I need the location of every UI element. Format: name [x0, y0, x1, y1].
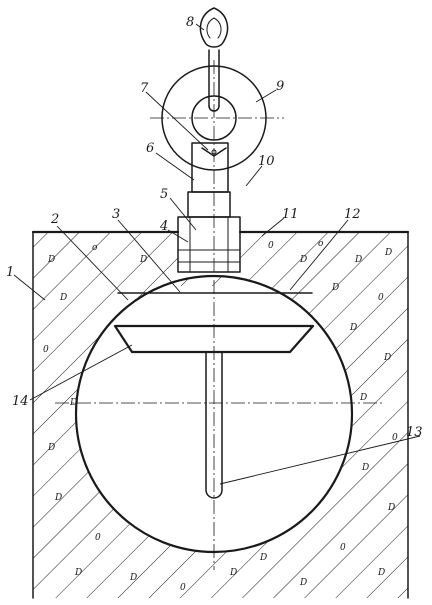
- svg-text:0: 0: [95, 533, 101, 543]
- label-7: 7: [140, 81, 149, 96]
- cable-eye-inner: [206, 17, 222, 39]
- sleeve: [177, 216, 241, 273]
- svg-text:D: D: [299, 578, 307, 588]
- label-6: 6: [146, 141, 154, 156]
- svg-text:o: o: [318, 239, 324, 249]
- svg-text:0: 0: [392, 433, 398, 443]
- svg-text:D: D: [139, 255, 147, 265]
- svg-text:D: D: [259, 553, 267, 563]
- label-13: 13: [406, 425, 423, 440]
- svg-text:D: D: [74, 568, 82, 578]
- label-1: 1: [6, 265, 14, 280]
- svg-text:D: D: [129, 573, 137, 583]
- connector: [187, 191, 231, 218]
- svg-text:0: 0: [43, 345, 49, 355]
- svg-text:D: D: [387, 503, 395, 513]
- svg-text:D: D: [54, 493, 62, 503]
- cable-eye: [199, 7, 229, 48]
- svg-text:D: D: [299, 255, 307, 265]
- trapezoid-plate: [113, 324, 315, 354]
- rock-hatching: [33, 232, 408, 598]
- svg-text:D: D: [47, 443, 55, 453]
- label-3: 3: [112, 207, 120, 222]
- svg-text:0: 0: [340, 543, 346, 553]
- rod: [205, 351, 223, 499]
- label-14: 14: [12, 394, 29, 409]
- svg-text:o: o: [92, 243, 98, 253]
- svg-text:D: D: [349, 323, 357, 333]
- pin: [201, 147, 227, 157]
- svg-text:D: D: [384, 248, 392, 258]
- label-12: 12: [344, 207, 361, 222]
- svg-text:0: 0: [268, 241, 274, 251]
- rock-mass: D o D 0 D D D 0 D D 0 D D D 0 D D D 0 D …: [31, 230, 410, 599]
- svg-text:D: D: [361, 463, 369, 473]
- label-9: 9: [276, 79, 284, 94]
- cable: [208, 49, 220, 107]
- svg-text:D: D: [359, 393, 367, 403]
- pulley-disk: [161, 65, 267, 171]
- svg-text:D: D: [47, 255, 55, 265]
- svg-text:0: 0: [180, 583, 186, 593]
- label-8: 8: [186, 15, 194, 30]
- label-11: 11: [282, 207, 299, 222]
- svg-text:D: D: [377, 568, 385, 578]
- label-2: 2: [50, 212, 59, 227]
- label-4: 4: [159, 219, 168, 234]
- svg-text:D: D: [229, 568, 237, 578]
- cable-loop: [208, 105, 220, 112]
- svg-text:D: D: [331, 283, 339, 293]
- svg-text:0: 0: [378, 293, 384, 303]
- pulley-bore: [191, 95, 237, 141]
- label-10: 10: [258, 154, 275, 169]
- rock-specks: D o D 0 D D D 0 D D 0 D D D 0 D D D 0 D …: [43, 239, 398, 593]
- svg-text:D: D: [354, 255, 362, 265]
- svg-text:D: D: [383, 353, 391, 363]
- label-5: 5: [160, 187, 168, 202]
- pin-point: [211, 149, 217, 155]
- svg-text:D: D: [59, 293, 67, 303]
- leader-lines: [13, 23, 421, 485]
- part-labels: 1 2 3 4 5 6 7 8 9 10 11 12 13 14: [6, 15, 423, 440]
